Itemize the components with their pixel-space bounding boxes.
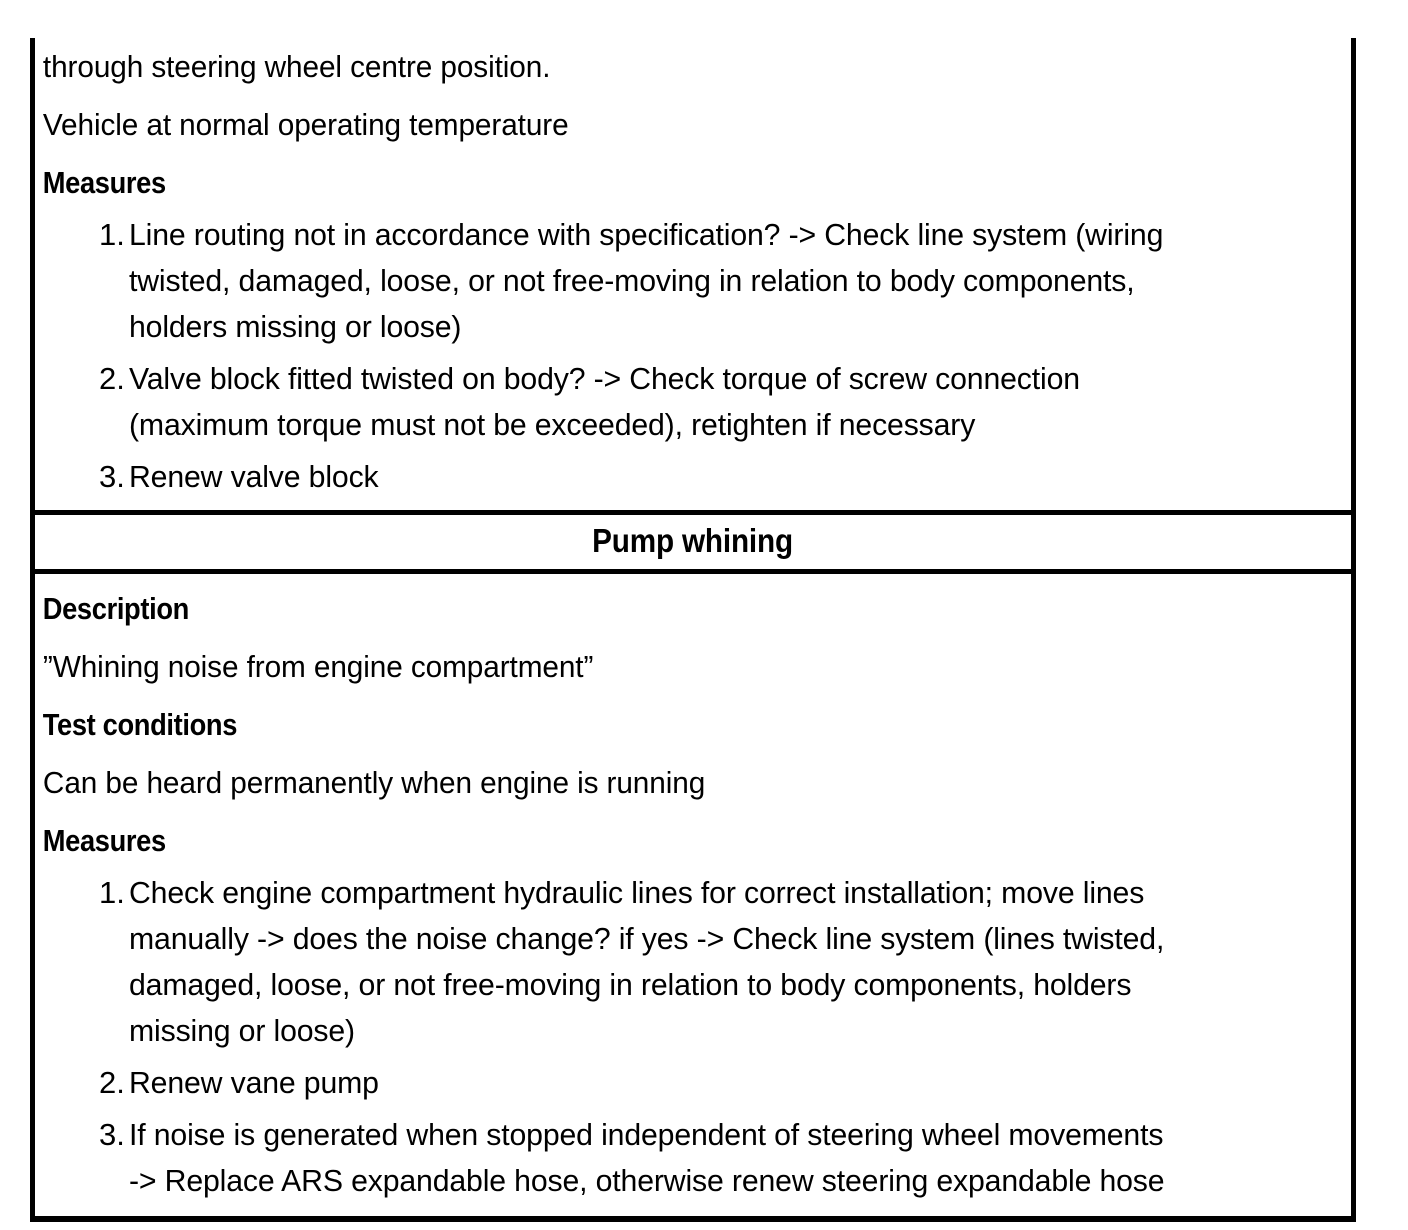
list-item-line: manually -> does the noise change? if ye… xyxy=(129,921,1165,956)
list-item-line: twisted, damaged, loose, or not free-mov… xyxy=(129,263,1135,298)
table-cell-continued: through steering wheel centre position. … xyxy=(35,38,1351,510)
continued-measures-list: 1. Line routing not in accordance with s… xyxy=(41,212,1345,500)
list-item-line: holders missing or loose) xyxy=(129,309,462,344)
description-heading: Description xyxy=(42,591,190,626)
list-item-text: Check engine compartment hydraulic lines… xyxy=(129,870,1315,1054)
list-item-number: 3. xyxy=(99,1117,125,1152)
test-conditions-heading: Test conditions xyxy=(42,707,238,742)
list-item-line: Valve block fitted twisted on body? -> C… xyxy=(129,361,1080,396)
measures-list: 1. Check engine compartment hydraulic li… xyxy=(41,870,1345,1204)
list-item: 2. Renew vane pump xyxy=(41,1060,1345,1106)
list-item-number: 3. xyxy=(99,459,125,494)
list-item-line: missing or loose) xyxy=(129,1013,355,1048)
list-item-line: Check engine compartment hydraulic lines… xyxy=(129,875,1145,910)
list-item-line: Renew valve block xyxy=(129,459,379,494)
list-item: 1. Check engine compartment hydraulic li… xyxy=(41,870,1345,1054)
description-text: ”Whining noise from engine compartment” xyxy=(42,649,594,684)
continued-paragraph-1: through steering wheel centre position. xyxy=(42,49,551,84)
list-item-line: Line routing not in accordance with spec… xyxy=(129,217,1164,252)
list-item-number: 1. xyxy=(99,875,125,910)
list-item: 1. Line routing not in accordance with s… xyxy=(41,212,1345,350)
list-item-number: 2. xyxy=(99,361,125,396)
list-item-line: damaged, loose, or not free-moving in re… xyxy=(129,967,1132,1002)
list-item-line: Renew vane pump xyxy=(129,1065,379,1100)
fault-diagnosis-table: through steering wheel centre position. … xyxy=(30,38,1356,1222)
list-item-line: (maximum torque must not be exceeded), r… xyxy=(129,407,976,442)
list-item-text: Renew valve block xyxy=(129,454,1315,500)
list-item-line: If noise is generated when stopped indep… xyxy=(129,1117,1164,1152)
measures-heading: Measures xyxy=(42,823,166,858)
list-item-text: Line routing not in accordance with spec… xyxy=(129,212,1315,350)
list-item-line: -> Replace ARS expandable hose, otherwis… xyxy=(129,1163,1165,1198)
table-cell-pump-whining: Description ”Whining noise from engine c… xyxy=(35,574,1351,1216)
list-item: 2. Valve block fitted twisted on body? -… xyxy=(41,356,1345,448)
list-item: 3. If noise is generated when stopped in… xyxy=(41,1112,1345,1204)
list-item: 3. Renew valve block xyxy=(41,454,1345,500)
list-item-text: Valve block fitted twisted on body? -> C… xyxy=(129,356,1315,448)
section-title: Pump whining xyxy=(592,522,794,559)
list-item-number: 2. xyxy=(99,1065,125,1100)
section-title-row: Pump whining xyxy=(35,510,1351,574)
continued-measures-heading: Measures xyxy=(42,165,166,200)
list-item-text: Renew vane pump xyxy=(129,1060,1315,1106)
test-conditions-text: Can be heard permanently when engine is … xyxy=(42,765,706,800)
continued-paragraph-2: Vehicle at normal operating temperature xyxy=(42,107,569,142)
list-item-number: 1. xyxy=(99,217,125,252)
list-item-text: If noise is generated when stopped indep… xyxy=(129,1112,1315,1204)
